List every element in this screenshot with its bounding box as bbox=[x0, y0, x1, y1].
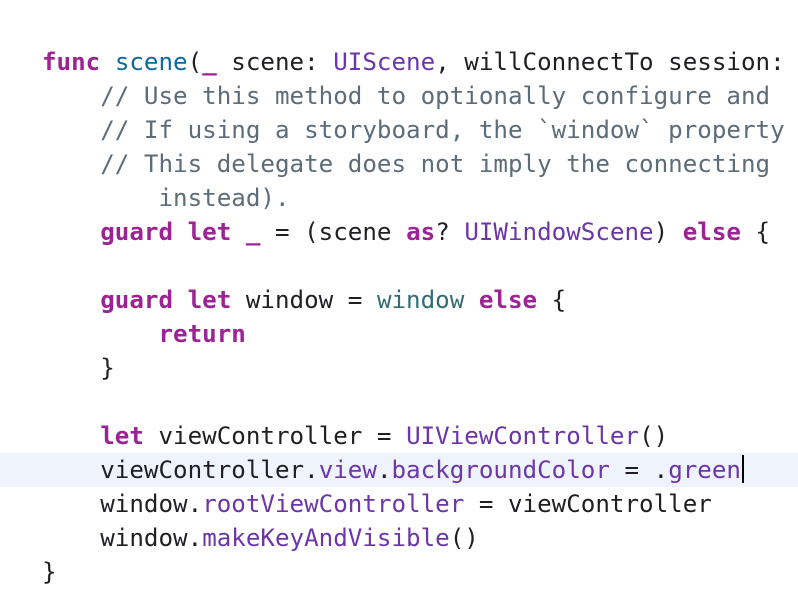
code-token: ? bbox=[435, 218, 465, 246]
code-token: rootViewController bbox=[202, 490, 465, 518]
code-token: else bbox=[478, 286, 538, 314]
code-line[interactable] bbox=[0, 249, 798, 283]
code-line-text: func scene(_ scene: UIScene, willConnect… bbox=[42, 45, 785, 79]
code-token: } bbox=[100, 354, 115, 382]
code-line-text: viewController.view.backgroundColor = .g… bbox=[42, 453, 744, 487]
code-token: let bbox=[187, 218, 232, 246]
code-token bbox=[173, 286, 188, 314]
code-token: makeKeyAndVisible bbox=[202, 524, 450, 552]
code-token: // Use this method to optionally configu… bbox=[100, 82, 771, 110]
indent bbox=[42, 354, 100, 382]
code-line[interactable]: guard let window = window else { bbox=[0, 283, 798, 317]
code-token: guard bbox=[100, 286, 174, 314]
code-token: view bbox=[318, 456, 377, 484]
code-line[interactable]: return bbox=[0, 317, 798, 351]
code-line-text: } bbox=[42, 555, 57, 589]
indent bbox=[42, 116, 100, 144]
code-token: UIScene bbox=[333, 48, 436, 76]
code-token: window bbox=[376, 286, 465, 314]
code-token: _ bbox=[202, 48, 217, 76]
code-line-current[interactable]: viewController.view.backgroundColor = .g… bbox=[0, 453, 798, 487]
code-line-text: guard let _ = (scene as? UIWindowScene) … bbox=[42, 215, 770, 249]
code-token: // If using a storyboard, the `window` p… bbox=[100, 116, 785, 144]
code-token: let bbox=[100, 422, 144, 450]
code-token bbox=[100, 48, 115, 76]
indent bbox=[42, 218, 100, 246]
indent bbox=[42, 524, 100, 552]
code-token: guard bbox=[100, 218, 174, 246]
code-line-text: // Use this method to optionally configu… bbox=[42, 79, 770, 113]
code-token: viewController = bbox=[143, 422, 407, 450]
code-token bbox=[231, 218, 246, 246]
code-token: { bbox=[741, 218, 771, 246]
code-token: () bbox=[449, 524, 479, 552]
code-token: _ bbox=[245, 218, 261, 246]
code-token: () bbox=[639, 422, 669, 450]
code-line[interactable]: let viewController = UIViewController() bbox=[0, 419, 798, 453]
code-line-text: // If using a storyboard, the `window` p… bbox=[42, 113, 785, 147]
code-line[interactable]: // If using a storyboard, the `window` p… bbox=[0, 113, 798, 147]
code-token: = (scene bbox=[260, 218, 407, 246]
indent bbox=[42, 82, 100, 110]
code-line-text: window.makeKeyAndVisible() bbox=[42, 521, 479, 555]
code-line-text: let viewController = UIViewController() bbox=[42, 419, 668, 453]
indent bbox=[42, 286, 100, 314]
code-token: scene bbox=[114, 48, 188, 76]
indent bbox=[42, 490, 100, 518]
code-line[interactable]: window.makeKeyAndVisible() bbox=[0, 521, 798, 555]
code-token: { bbox=[537, 286, 567, 314]
code-token bbox=[464, 286, 479, 314]
indent bbox=[42, 150, 100, 178]
code-token: = . bbox=[609, 456, 669, 484]
code-line[interactable] bbox=[0, 385, 798, 419]
code-token: UIViewController bbox=[406, 422, 640, 450]
code-line-text: window.rootViewController = viewControll… bbox=[42, 487, 712, 521]
indent bbox=[42, 456, 100, 484]
code-token: scene: bbox=[216, 48, 334, 76]
code-line-text: } bbox=[42, 351, 115, 385]
code-token: ) bbox=[653, 218, 683, 246]
code-line[interactable]: instead). bbox=[0, 181, 798, 215]
code-line[interactable]: func scene(_ scene: UIScene, willConnect… bbox=[0, 45, 798, 79]
code-token bbox=[173, 218, 188, 246]
code-line[interactable]: } bbox=[0, 555, 798, 589]
code-line-text: return bbox=[42, 317, 246, 351]
code-token: window. bbox=[100, 490, 203, 518]
code-token: } bbox=[42, 558, 57, 586]
code-token: . bbox=[376, 456, 392, 484]
code-line[interactable]: window.rootViewController = viewControll… bbox=[0, 487, 798, 521]
indent bbox=[42, 422, 100, 450]
code-line-text: // This delegate does not imply the conn… bbox=[42, 147, 770, 181]
code-token: return bbox=[158, 320, 246, 348]
code-line[interactable]: } bbox=[0, 351, 798, 385]
code-token: ( bbox=[187, 48, 203, 76]
code-token: let bbox=[187, 286, 232, 314]
code-line-text: instead). bbox=[42, 181, 290, 215]
code-token: UIWindowScene bbox=[464, 218, 654, 246]
text-cursor bbox=[742, 455, 744, 483]
code-token: backgroundColor bbox=[391, 456, 610, 484]
code-token: as bbox=[406, 218, 436, 246]
code-token: window = bbox=[231, 286, 377, 314]
code-token: func bbox=[42, 48, 101, 76]
code-line[interactable]: guard let _ = (scene as? UIWindowScene) … bbox=[0, 215, 798, 249]
code-token: green bbox=[668, 456, 741, 484]
code-token: else bbox=[682, 218, 741, 246]
code-token: window. bbox=[100, 524, 203, 552]
code-line-text: guard let window = window else { bbox=[42, 283, 566, 317]
code-token: , willConnectTo session: bbox=[435, 48, 785, 76]
code-token: = viewController bbox=[464, 490, 712, 518]
code-token: instead). bbox=[158, 184, 290, 212]
code-line[interactable]: // This delegate does not imply the conn… bbox=[0, 147, 798, 181]
code-token: // This delegate does not imply the conn… bbox=[100, 150, 771, 178]
code-line[interactable]: // Use this method to optionally configu… bbox=[0, 79, 798, 113]
indent bbox=[42, 320, 159, 348]
indent bbox=[42, 184, 159, 212]
code-token: viewController. bbox=[100, 456, 319, 484]
